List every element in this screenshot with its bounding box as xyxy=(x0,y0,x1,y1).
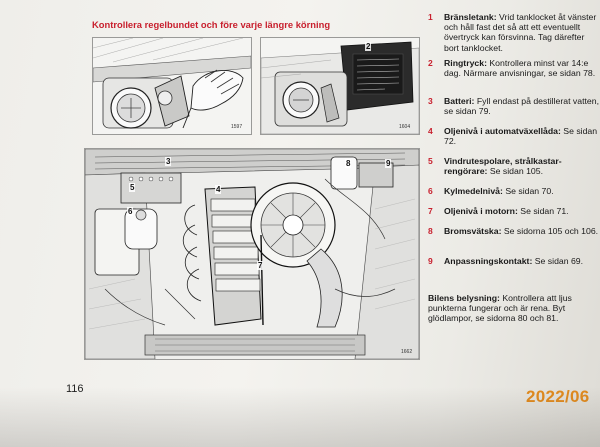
item-text: Kontrollera minst var 14:e dag. Närmare … xyxy=(444,58,596,79)
item-text: Se sidan 69. xyxy=(532,256,584,266)
list-item: 6 Kylmedelnivå: Se sidan 70. xyxy=(428,186,600,196)
page-number: 116 xyxy=(66,383,84,395)
item-number: 9 xyxy=(428,256,433,266)
item-text: Se sidan 70. xyxy=(502,186,554,196)
item-heading: Batteri: xyxy=(444,96,475,106)
item-number: 3 xyxy=(428,96,433,106)
item-heading: Bromsvätska: xyxy=(444,226,502,236)
item-text: Se sidan 105. xyxy=(487,166,543,177)
list-item: 5 Vindrutespolare, strålkastar-rengörare… xyxy=(428,156,600,176)
list-item: 9 Anpassningskontakt: Se sidan 69. xyxy=(428,256,600,266)
item-text: Vrid tanklocket åt vänster och håll fast… xyxy=(444,12,597,53)
fuel-cap-illustration: 1597 xyxy=(92,37,252,135)
engine-bay-illustration: 3 4 5 6 7 8 9 1662 xyxy=(84,148,420,360)
tire-label-drawing xyxy=(261,38,419,134)
page-shadow xyxy=(0,387,600,447)
item-heading: Anpassningskontakt: xyxy=(444,256,533,266)
photo-datestamp: 2022/06 xyxy=(526,387,590,406)
item-heading: Vindrutespolare, strålkastar-rengörare: xyxy=(444,156,562,177)
item-number: 8 xyxy=(428,226,433,236)
item-heading: Ringtryck: xyxy=(444,58,487,68)
callout-6: 6 xyxy=(127,207,134,216)
item-text: Se sidan 72. xyxy=(444,126,598,147)
item-heading: Oljenivå i automatväxellåda: xyxy=(444,126,561,136)
list-item: 3 Batteri: Fyll endast på destillerat va… xyxy=(428,96,600,116)
figure-ref-tire-label: 1604 xyxy=(399,124,411,130)
item-text: Se sidan 71. xyxy=(517,206,569,216)
item-number: 5 xyxy=(428,156,433,166)
callout-5: 5 xyxy=(129,183,136,192)
item-number: 2 xyxy=(428,58,433,68)
item-number: 1 xyxy=(428,12,433,22)
item-heading: Oljenivå i motorn: xyxy=(444,206,518,216)
item-number: 6 xyxy=(428,186,433,196)
figure-ref-fuel-cap: 1597 xyxy=(231,124,243,130)
lighting-text: Kontrollera att ljus punkterna fungerar … xyxy=(428,293,572,324)
list-item: 4 Oljenivå i automatväxellåda: Se sidan … xyxy=(428,126,600,146)
callout-9: 9 xyxy=(385,159,392,168)
page-title: Kontrollera regelbundet och före varje l… xyxy=(92,19,331,30)
list-item: 8 Bromsvätska: Se sidorna 105 och 106. xyxy=(428,226,600,236)
item-text: Fyll endast på destillerat vatten, se si… xyxy=(444,96,600,117)
item-number: 7 xyxy=(428,206,433,216)
tire-pressure-illustration: 2 1604 xyxy=(260,37,420,135)
fuel-cap-drawing xyxy=(93,38,251,134)
lighting-note: Bilens belysning: Kontrollera att ljus p… xyxy=(428,293,600,324)
item-number: 4 xyxy=(428,126,433,136)
item-heading: Kylmedelnivå: xyxy=(444,186,503,196)
callout-2: 2 xyxy=(365,42,372,51)
list-item: 2 Ringtryck: Kontrollera minst var 14:e … xyxy=(428,58,600,78)
figure-ref-engine-bay: 1662 xyxy=(401,349,413,355)
callout-8: 8 xyxy=(345,159,352,168)
item-heading: Bränsletank: xyxy=(444,12,497,22)
item-text: Se sidorna 105 och 106. xyxy=(501,226,599,236)
list-item: 1 Bränsletank: Vrid tanklocket åt vänste… xyxy=(428,12,600,53)
engine-bay-drawing xyxy=(85,149,419,359)
lighting-heading: Bilens belysning: xyxy=(428,293,500,303)
list-item: 7 Oljenivå i motorn: Se sidan 71. xyxy=(428,206,600,216)
callout-4: 4 xyxy=(215,185,222,194)
callout-3: 3 xyxy=(165,157,172,166)
callout-7: 7 xyxy=(257,261,264,270)
